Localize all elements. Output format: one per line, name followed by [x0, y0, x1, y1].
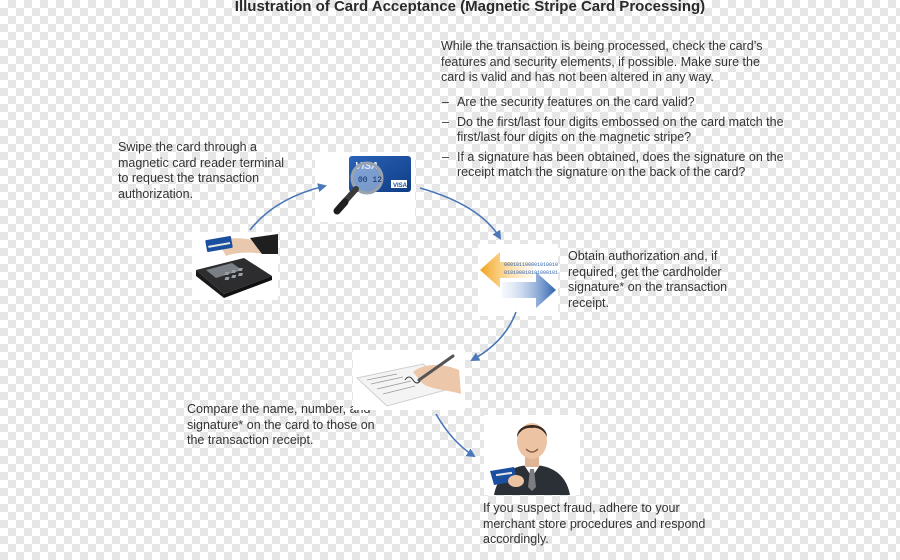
arrow-swipe-to-check [249, 183, 327, 231]
credit-card-with-magnifier-icon: VISA VISA 00 12 [315, 152, 415, 222]
diagram-title: Illustration of Card Acceptance (Magneti… [234, 0, 706, 15]
dash-bullet: – [442, 149, 449, 164]
binary-text-bottom: 0101000101010001010 [504, 270, 558, 276]
question-text: Do the first/last four digits embossed o… [457, 114, 784, 145]
security-question: –If a signature has been obtained, does … [441, 150, 791, 181]
arrow-authorize-to-sign [470, 311, 517, 361]
check-card-intro: While the transaction is being processed… [441, 39, 763, 84]
question-text: If a signature has been obtained, does t… [457, 149, 784, 180]
compare-details-step: Compare the name, number, and signature*… [187, 402, 375, 447]
obtain-authorization-step: Obtain authorization and, if required, g… [568, 249, 728, 310]
signing-receipt-icon [353, 350, 465, 410]
suspect-fraud-step: If you suspect fraud, adhere to your mer… [483, 501, 706, 546]
security-question: –Do the first/last four digits embossed … [441, 115, 791, 146]
arrow-sign-to-fraud [435, 413, 476, 458]
dash-bullet: – [442, 114, 449, 129]
question-text: Are the security features on the card va… [457, 95, 695, 109]
card-number-fragment: 00 12 [358, 176, 382, 185]
arrow-check-to-authorize [419, 187, 502, 240]
security-question: –Are the security features on the card v… [441, 95, 791, 111]
security-questions-list: –Are the security features on the card v… [441, 95, 791, 185]
dash-bullet: – [442, 95, 449, 109]
authorization-exchange-icon: 0001011000010100101 0101000101010001010 [478, 244, 558, 316]
swipe-card-step: Swipe the card through a magnetic card r… [118, 140, 285, 201]
card-logo-text: VISA [393, 183, 408, 189]
binary-text-top: 0001011000010100101 [504, 262, 558, 268]
businessman-holding-card-icon [484, 415, 580, 495]
card-reader-terminal-icon [192, 232, 278, 300]
